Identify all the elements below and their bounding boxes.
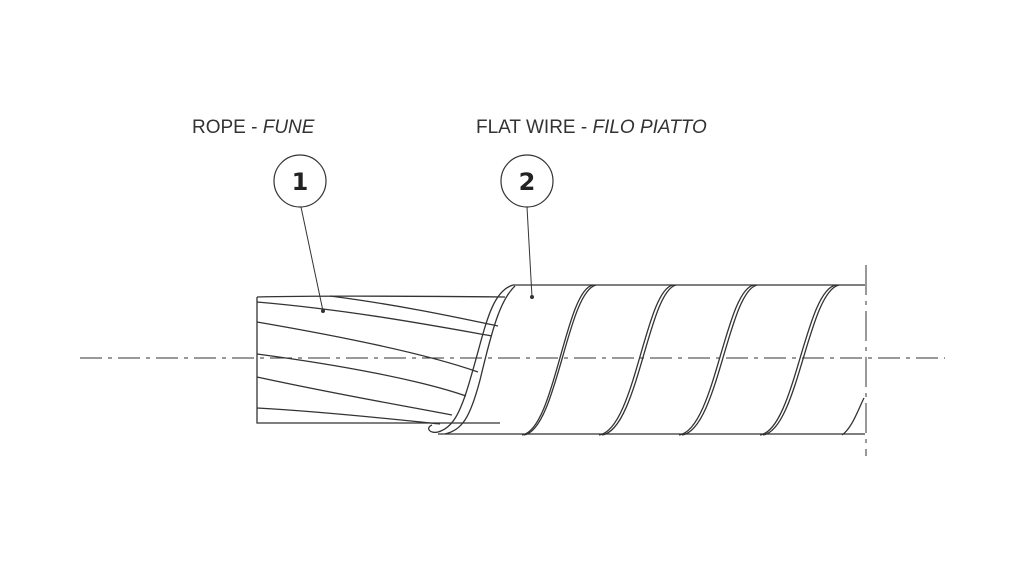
flat-wire-label: FLAT WIRE - FILO PIATTO xyxy=(476,117,707,139)
rope-label-main: ROPE - xyxy=(192,117,263,138)
callout-2-number: 2 xyxy=(519,168,536,196)
rope xyxy=(256,295,506,425)
callout-2: 2 xyxy=(500,154,554,299)
callout-1: 1 xyxy=(273,154,327,313)
rope-label-translation: FUNE xyxy=(262,117,315,138)
callout-1-number: 1 xyxy=(292,168,309,196)
flat-wire xyxy=(428,284,865,436)
rope-label: ROPE - FUNE xyxy=(192,117,314,139)
flat-wire-label-main: FLAT WIRE - xyxy=(476,117,593,138)
flat-wire-label-translation: FILO PIATTO xyxy=(592,117,707,138)
